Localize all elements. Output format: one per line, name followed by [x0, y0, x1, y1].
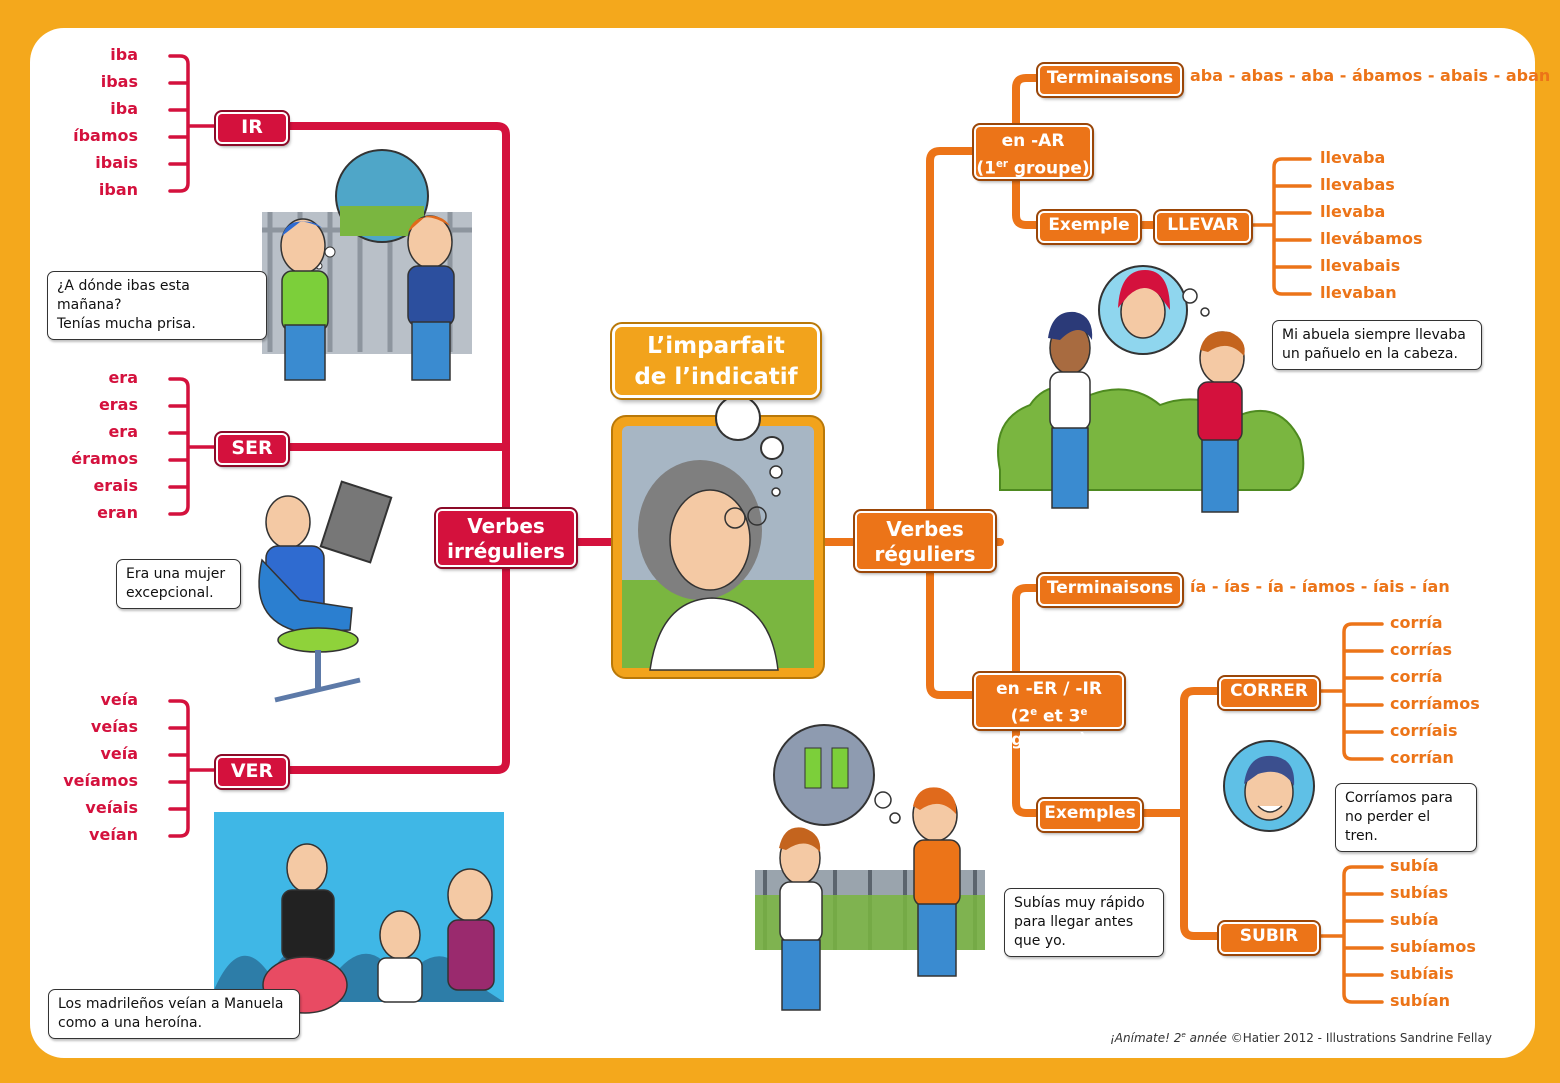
er-ir-group-box[interactable]: en -ER / -IR (2e et 3e groupe) — [974, 673, 1124, 750]
illustration-ir — [262, 149, 472, 381]
ar-group-line2: (1er groupe) — [976, 158, 1090, 179]
ar-group-line1: en -AR — [1001, 131, 1065, 151]
bracket-correr — [1314, 622, 1384, 761]
speech-bubble-ser: Era una mujer excepcional. — [116, 559, 241, 609]
ir-form-1: iba — [110, 45, 138, 64]
verb-correr-box[interactable]: CORRER — [1219, 677, 1319, 709]
speech-llevar-line2: un pañuelo en la cabeza. — [1282, 346, 1458, 362]
subir-form-5: subíais — [1390, 964, 1454, 983]
ver-form-1: veía — [100, 690, 138, 709]
speech-ir-line2: Tenías mucha prisa. — [57, 316, 196, 332]
speech-llevar-line1: Mi abuela siempre llevaba — [1282, 327, 1466, 343]
correr-form-1: corría — [1390, 613, 1443, 632]
irregular-label-line2: irréguliers — [447, 539, 565, 563]
speech-bubble-subir: Subías muy rápido para llegar antes que … — [1004, 888, 1164, 957]
er-terminaisons-box[interactable]: Terminaisons — [1038, 574, 1182, 606]
speech-ver-line2: como a una heroína. — [58, 1015, 203, 1031]
speech-ver-line1: Los madrileños veían a Manuela — [58, 996, 284, 1012]
verb-subir-box[interactable]: SUBIR — [1219, 922, 1319, 954]
ar-terminaisons: aba - abas - aba - ábamos - abais - aban — [1190, 66, 1551, 85]
ser-form-2: eras — [98, 395, 138, 414]
ser-form-5: erais — [93, 476, 138, 495]
ar-group-box[interactable]: en -AR (1er groupe) — [974, 125, 1092, 179]
bracket-ver — [168, 699, 218, 838]
verb-ir-box[interactable]: IR — [216, 112, 288, 144]
illustration-correr — [1223, 740, 1315, 832]
correr-form-5: corríais — [1390, 721, 1458, 740]
ar-terminaisons-box[interactable]: Terminaisons — [1038, 64, 1182, 96]
irregular-label-line1: Verbes — [467, 514, 545, 538]
speech-ser-line2: excepcional. — [126, 585, 214, 601]
ir-form-3: iba — [110, 99, 138, 118]
subir-form-2: subías — [1390, 883, 1449, 902]
speech-subir-line3: que yo. — [1014, 933, 1066, 949]
ver-form-2: veías — [90, 717, 138, 736]
verb-ser-box[interactable]: SER — [216, 433, 288, 465]
bracket-ir — [168, 54, 218, 193]
correr-form-2: corrías — [1390, 640, 1453, 659]
regular-label-line1: Verbes — [886, 517, 964, 541]
regular-label-line2: réguliers — [874, 542, 976, 566]
central-portrait — [611, 395, 825, 679]
subir-form-3: subía — [1390, 910, 1439, 929]
illustration-ver — [214, 812, 504, 1014]
title-line2: de l’indicatif — [634, 364, 798, 390]
irregular-verbs-box[interactable]: Verbes irréguliers — [436, 509, 576, 567]
bracket-ser — [168, 377, 218, 516]
correr-form-3: corría — [1390, 667, 1443, 686]
ver-form-5: veíais — [85, 798, 138, 817]
llevar-form-2: llevabas — [1320, 175, 1395, 194]
regular-verbs-box[interactable]: Verbes réguliers — [855, 511, 995, 571]
llevar-form-4: llevábamos — [1320, 229, 1423, 248]
line-trunk-regular — [926, 147, 978, 699]
ser-form-6: eran — [97, 503, 138, 522]
speech-correr-line1: Corríamos para — [1345, 790, 1453, 806]
speech-bubble-correr: Corríamos para no perder el tren. — [1335, 783, 1477, 852]
illustration-llevar — [997, 265, 1305, 513]
correr-form-6: corrían — [1390, 748, 1454, 767]
speech-bubble-llevar: Mi abuela siempre llevaba un pañuelo en … — [1272, 320, 1482, 370]
illustration-subir — [755, 724, 985, 1011]
correr-form-4: corríamos — [1390, 694, 1480, 713]
llevar-form-3: llevaba — [1320, 202, 1386, 221]
verb-llevar-box[interactable]: LLEVAR — [1155, 211, 1251, 243]
subir-form-6: subían — [1390, 991, 1451, 1010]
speech-bubble-ver: Los madrileños veían a Manuela como a un… — [48, 989, 300, 1039]
line-exemples-verbs — [1134, 687, 1223, 940]
speech-subir-line2: para llegar antes — [1014, 914, 1134, 930]
ar-exemple-box[interactable]: Exemple — [1038, 211, 1140, 243]
er-group-line1: en -ER / -IR — [996, 679, 1102, 699]
ver-form-6: veían — [89, 825, 138, 844]
subir-form-4: subíamos — [1390, 937, 1476, 956]
illustration-ser — [258, 480, 393, 703]
ir-form-6: iban — [98, 180, 138, 199]
er-terminaisons: ía - ías - ía - íamos - íais - ían — [1190, 577, 1450, 596]
subir-form-1: subía — [1390, 856, 1439, 875]
verb-ver-box[interactable]: VER — [216, 756, 288, 788]
llevar-form-6: llevaban — [1320, 283, 1397, 302]
bracket-llevar — [1246, 157, 1312, 296]
speech-subir-line1: Subías muy rápido — [1014, 895, 1145, 911]
ir-form-5: ibais — [95, 153, 138, 172]
llevar-form-1: llevaba — [1320, 148, 1386, 167]
copyright-credit: ¡Anímate! 2e année ©Hatier 2012 - Illust… — [1110, 1030, 1492, 1045]
llevar-form-5: llevabais — [1320, 256, 1401, 275]
speech-correr-line2: no perder el tren. — [1345, 809, 1431, 844]
ser-form-1: era — [108, 368, 138, 387]
title-line1: L’imparfait — [647, 333, 785, 359]
ser-form-4: éramos — [71, 449, 138, 468]
speech-ser-line1: Era una mujer — [126, 566, 226, 582]
ir-form-4: íbamos — [73, 126, 138, 145]
speech-bubble-ir: ¿A dónde ibas esta mañana? Tenías mucha … — [47, 271, 267, 340]
ir-form-2: ibas — [100, 72, 138, 91]
speech-ir-line1: ¿A dónde ibas esta mañana? — [57, 278, 190, 313]
page-title: L’imparfait de l’indicatif — [612, 324, 820, 398]
er-group-line2: (2e et 3e groupe) — [1010, 706, 1088, 750]
ver-form-4: veíamos — [63, 771, 138, 790]
ser-form-3: era — [108, 422, 138, 441]
ver-form-3: veía — [100, 744, 138, 763]
bracket-subir — [1314, 865, 1384, 1004]
er-exemples-box[interactable]: Exemples — [1038, 799, 1142, 831]
